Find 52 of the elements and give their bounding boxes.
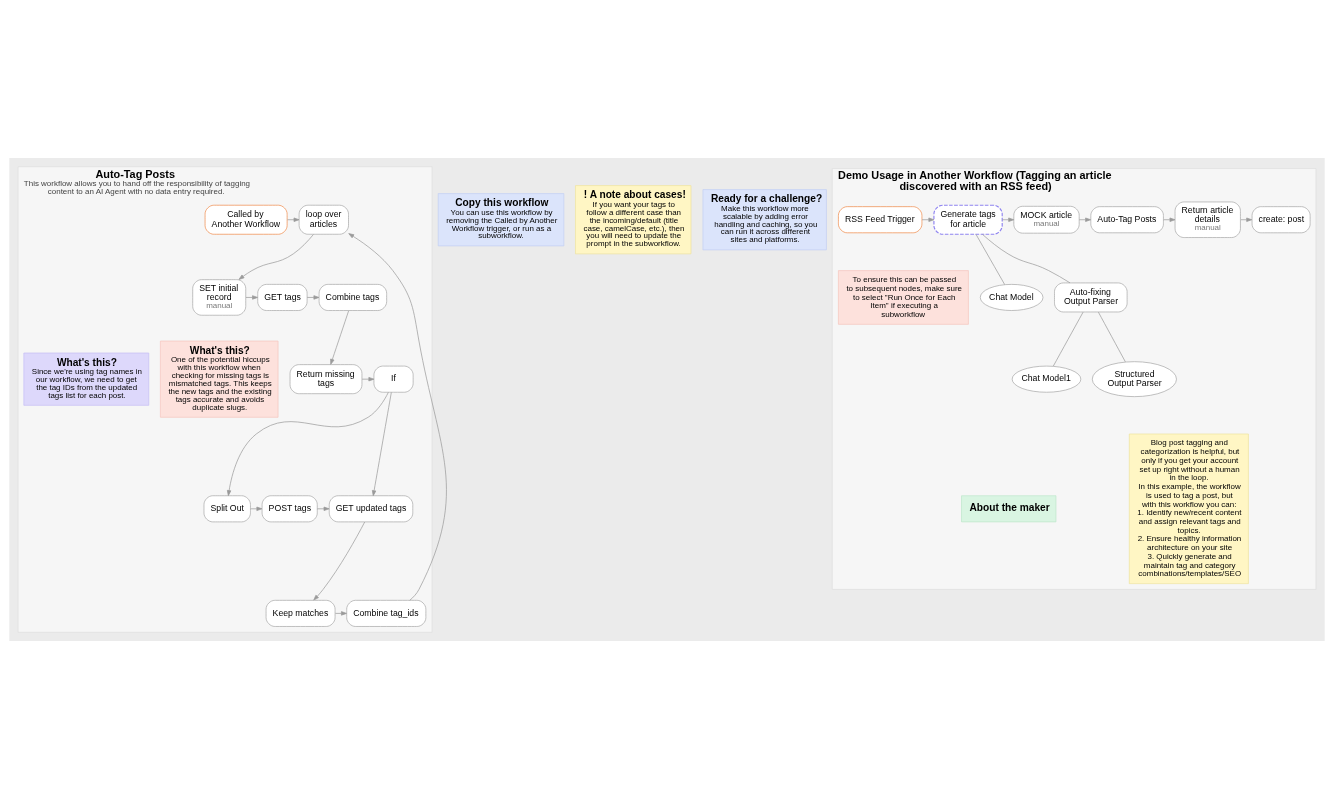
arrow [348,233,447,601]
node-box: Called by Another Workflow [204,204,288,235]
arrow [226,392,389,496]
arrow [313,521,366,601]
node-box: Split Out [203,495,251,523]
node-box: MOCK article manual [1013,205,1080,234]
arrow [335,611,347,616]
node-box: GET tags [257,284,308,311]
node-box: About the maker [961,495,1057,523]
node-box: ! A note about cases! If you want your tags to follow a different case than the incoming/default (title case, camelCase, etc.), then you will need to update the prompt in the subworkflow. [575,185,692,255]
node-box: What's this? One of the potential hiccups with this workflow when checking for missing tags is mismatched tags. This keeps the new tags and the existing tags accurate and avoids duplicate slugs. [160,340,279,418]
node-ellipse: Chat Model [979,284,1044,311]
node-box: SET initial record manual [192,279,247,316]
arrow [371,392,392,497]
connector [982,233,1071,284]
node-box: loop over articles [298,204,349,235]
arrow [330,310,350,365]
node-box: To ensure this can be passed to subsequent nodes, make sure to select "Run Once for Each Item" if executing a subworkflow [838,270,969,325]
arrow [238,234,314,280]
node-box: Copy this workflow You can use this workflow by removing the Called by Another Workflow trigger, or run as a subworkflow. [437,193,565,247]
arrow [1078,217,1092,222]
arrow [316,506,330,511]
node-ellipse: Chat Model1 [1011,365,1082,393]
arrow [921,217,935,222]
node-box: create: post [1251,206,1311,234]
node-box: POST tags [261,495,318,523]
node-box: RSS Feed Trigger [838,206,923,234]
arrow [287,217,300,222]
node-box: If [373,365,414,393]
node-box: Return article details manual [1174,201,1241,238]
arrow [1163,217,1176,222]
node-box: Generate tags for article [933,204,1003,235]
node-box: Return missing tags [289,364,363,395]
node-ellipse: Structured Output Parser [1091,361,1177,397]
connector [975,234,1006,285]
arrow [361,377,375,382]
arrow [245,295,258,300]
connector [1052,311,1084,367]
node-box: Combine tag_ids [346,599,427,627]
node-box: Auto-Tag Posts [1090,206,1164,234]
node-box: Blog post tagging and categorization is helpful, but only if you get your account set up right without a human in the loop. In this example, the workflow is used to tag a post, but with this workflow you can: 1. Identify new/recent content and assign relevant tags and topics. 2. Ensure healthy information architecture on your site 3. Quickly generate and maintain tag and category combinations/templates/SEO [1128,433,1249,584]
node-box: Combine tags [318,284,387,311]
node-box: GET updated tags [328,495,414,523]
node-box: What's this? Since we're using tag names in our workflow, we need to get the tag IDs from the updated tags list for each post. [23,352,150,406]
connector [1098,311,1126,363]
node-box: Keep matches [265,599,336,627]
arrow [1240,217,1253,222]
node-box: Auto-fixing Output Parser [1054,282,1128,313]
node-box: Ready for a challenge? Make this workflow more scalable by adding error handling and caching, so you can run it across different sites and platforms. [702,189,827,251]
arrow [1002,217,1015,222]
arrow [250,506,263,511]
arrow [306,295,320,300]
